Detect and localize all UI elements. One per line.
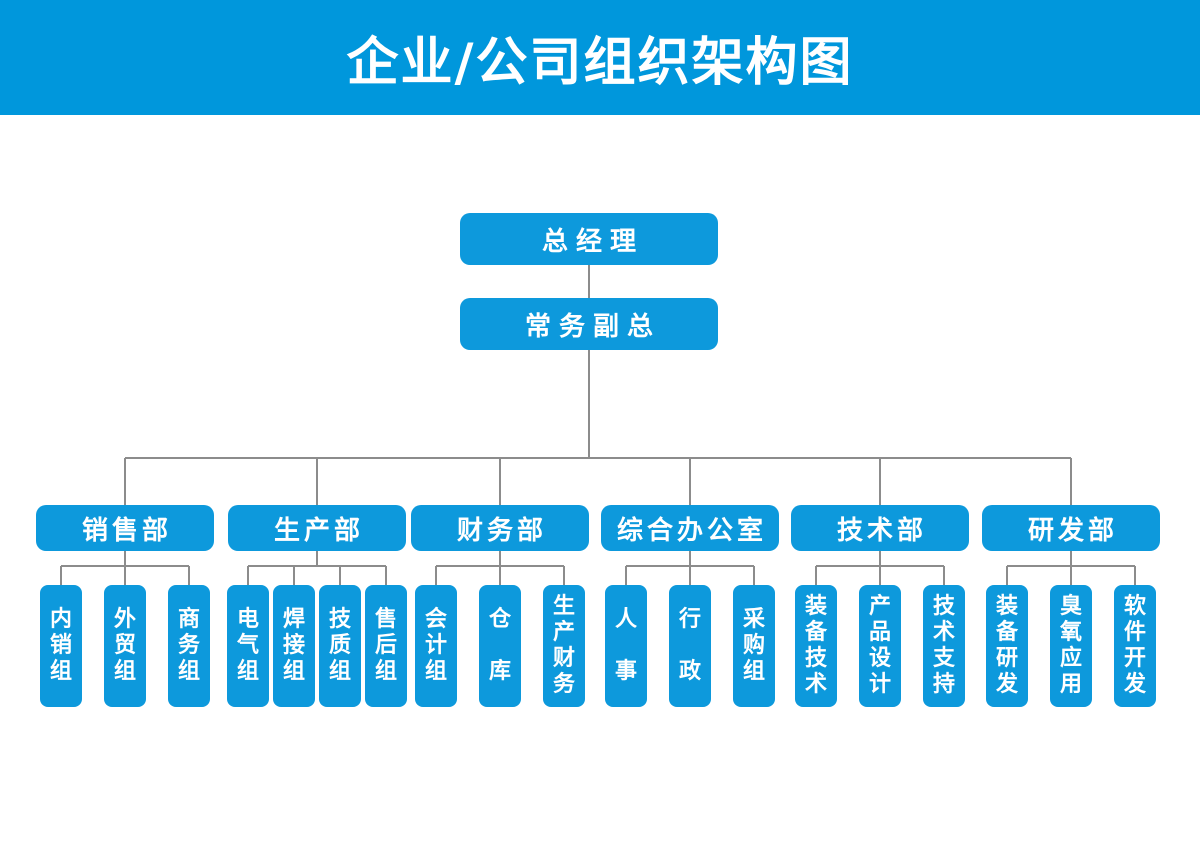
team-label: 电气组 xyxy=(237,607,260,684)
node-team-hr: 人事 xyxy=(605,585,647,707)
node-team-production-finance: 生产财务 xyxy=(543,585,585,707)
node-team-equipment-rnd: 装备研发 xyxy=(986,585,1028,707)
team-label: 仓库 xyxy=(489,607,512,684)
node-team-domestic-sales: 内销组 xyxy=(40,585,82,707)
node-team-ozone-application: 臭氧应用 xyxy=(1050,585,1092,707)
node-team-equipment-tech: 装备技术 xyxy=(795,585,837,707)
dept-label: 财务部 xyxy=(456,515,547,546)
node-dept-technology: 技术部 xyxy=(791,505,969,551)
dept-label: 生产部 xyxy=(273,515,364,546)
node-label: 常务副总 xyxy=(524,311,661,342)
team-label: 人事 xyxy=(615,607,638,684)
node-dept-sales: 销售部 xyxy=(36,505,214,551)
team-label: 产品设计 xyxy=(869,594,892,697)
node-label: 总经理 xyxy=(541,226,644,257)
node-team-business: 商务组 xyxy=(168,585,210,707)
team-label: 焊接组 xyxy=(283,607,306,684)
team-label: 外贸组 xyxy=(114,607,137,684)
node-team-accounting: 会计组 xyxy=(415,585,457,707)
team-label: 采购组 xyxy=(743,607,766,684)
node-team-software-dev: 软件开发 xyxy=(1114,585,1156,707)
team-label: 商务组 xyxy=(178,607,201,684)
node-team-product-design: 产品设计 xyxy=(859,585,901,707)
dept-label: 销售部 xyxy=(81,515,172,546)
node-team-tech-support: 技术支持 xyxy=(923,585,965,707)
page-title: 企业/公司组织架构图 xyxy=(346,33,854,93)
node-dept-production: 生产部 xyxy=(228,505,406,551)
node-team-after-sales: 售后组 xyxy=(365,585,407,707)
team-label: 生产财务 xyxy=(553,594,576,697)
team-label: 装备技术 xyxy=(805,594,828,697)
node-team-welding: 焊接组 xyxy=(273,585,315,707)
node-team-warehouse: 仓库 xyxy=(479,585,521,707)
team-label: 技质组 xyxy=(329,607,352,684)
node-team-procurement: 采购组 xyxy=(733,585,775,707)
node-dept-finance: 财务部 xyxy=(411,505,589,551)
node-team-electrical: 电气组 xyxy=(227,585,269,707)
node-dept-rnd: 研发部 xyxy=(982,505,1160,551)
dept-label: 综合办公室 xyxy=(616,515,767,546)
team-label: 软件开发 xyxy=(1124,594,1147,697)
node-team-tech-quality: 技质组 xyxy=(319,585,361,707)
node-team-admin: 行政 xyxy=(669,585,711,707)
team-label: 会计组 xyxy=(425,607,448,684)
team-label: 臭氧应用 xyxy=(1060,594,1083,697)
dept-label: 技术部 xyxy=(836,515,927,546)
dept-label: 研发部 xyxy=(1027,515,1118,546)
header-banner: 企业/公司组织架构图 xyxy=(0,0,1200,115)
team-label: 行政 xyxy=(679,607,702,684)
node-team-foreign-trade: 外贸组 xyxy=(104,585,146,707)
team-label: 技术支持 xyxy=(933,594,956,697)
node-general-manager: 总经理 xyxy=(460,213,718,265)
team-label: 售后组 xyxy=(375,607,398,684)
node-executive-deputy: 常务副总 xyxy=(460,298,718,350)
node-dept-general-office: 综合办公室 xyxy=(601,505,779,551)
team-label: 内销组 xyxy=(50,607,73,684)
team-label: 装备研发 xyxy=(996,594,1019,697)
